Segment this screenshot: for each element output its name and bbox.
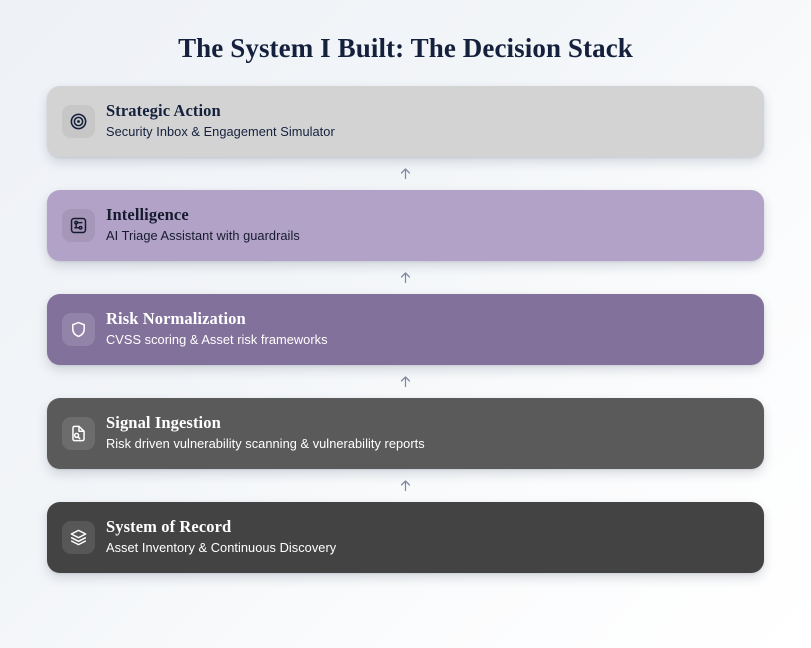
stack-flow-arrow [47,261,764,294]
stack-layer-title: System of Record [106,516,232,536]
target-icon [62,104,95,138]
stack-layer-subtitle: Asset Inventory & Continuous Discovery [106,540,337,556]
stack-flow-arrow [47,157,764,190]
stack-layer-card[interactable]: Intelligence AI Triage Assistant with gua… [47,189,764,261]
page-title: The System I Built: The Decision Stack [178,33,633,63]
stack-layer-subtitle: AI Triage Assistant with guardrails [106,228,300,244]
stack-flow-arrow [47,469,764,502]
shield-icon [62,312,95,346]
layers-icon [62,520,95,554]
stack-layer-subtitle: Security Inbox & Engagement Simulator [106,124,335,140]
stack-layer-subtitle: CVSS scoring & Asset risk frameworks [106,332,328,348]
circuit-network-icon [62,208,95,242]
stack-layer-text: Intelligence AI Triage Assistant with gua… [106,205,300,246]
document-search-icon [62,416,95,450]
stack-layer-title: Signal Ingestion [106,412,221,432]
stack-layer-subtitle: Risk driven vulnerability scanning & vul… [106,436,425,452]
stack-layer-title: Strategic Action [106,100,221,120]
stack-layer-title: Intelligence [106,204,189,224]
stack-flow-arrow [47,365,764,398]
stack-layer-title: Risk Normalization [106,308,246,328]
